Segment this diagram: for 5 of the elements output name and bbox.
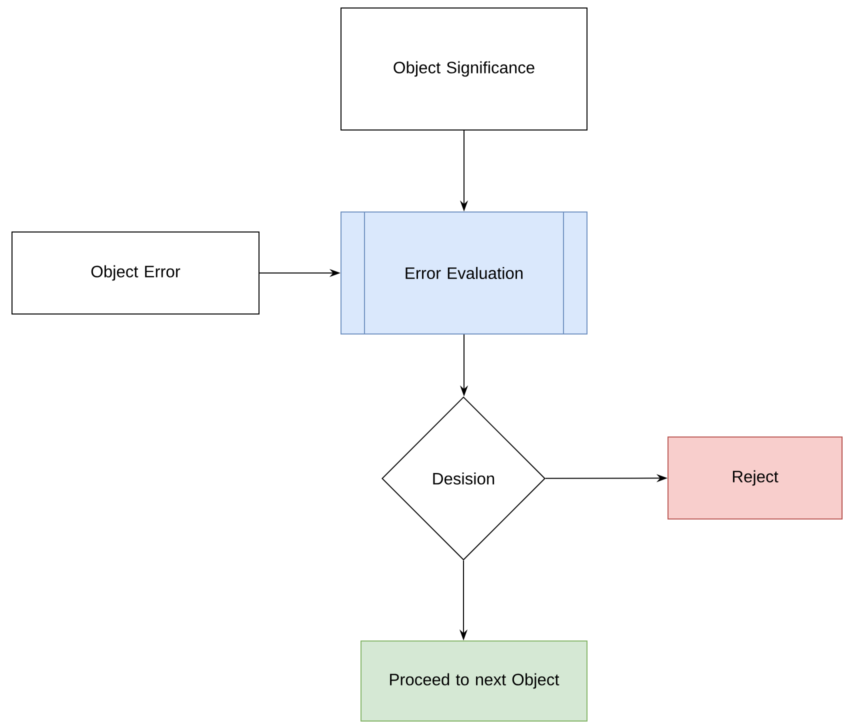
process-box: Reject — [668, 436, 842, 520]
process-box: Object Error — [12, 232, 260, 314]
process-box: Object Significance — [340, 8, 588, 130]
subprocess-box: Error Evaluation — [340, 211, 588, 335]
process-box: Proceed to next Object — [360, 640, 588, 722]
